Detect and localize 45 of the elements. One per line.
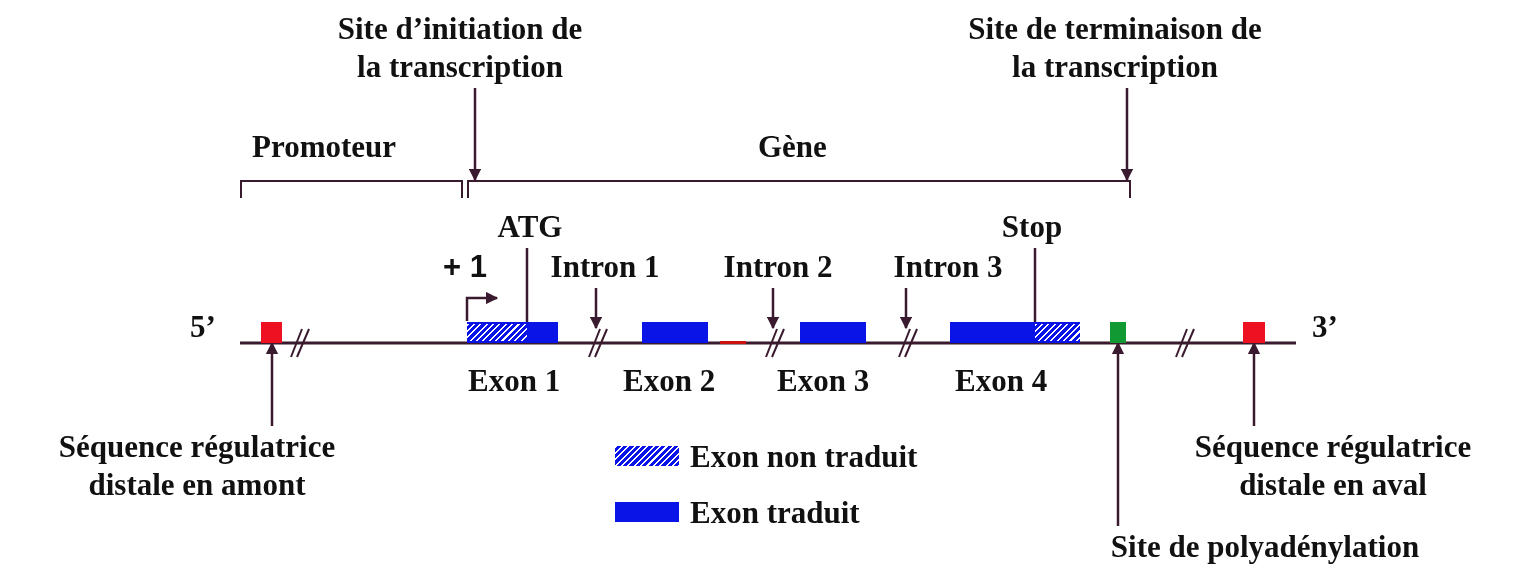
legend-label: Exon traduit	[690, 494, 860, 532]
node-label: Intron 2	[703, 248, 853, 286]
arrow	[766, 288, 780, 330]
arrow	[899, 288, 913, 330]
break-mark	[898, 328, 918, 358]
strand-end-label: 3’	[1312, 308, 1338, 346]
regulatory-sequence-box	[1243, 322, 1265, 343]
exon-label: Exon 2	[623, 362, 716, 400]
strand-end-label: 5’	[190, 308, 216, 346]
node-label: Site de polyadénylation	[1050, 528, 1480, 566]
region-label: Gène	[758, 128, 827, 166]
exon-label: Exon 1	[468, 362, 561, 400]
node-label: Intron 1	[530, 248, 680, 286]
legend-label: Exon non traduit	[690, 438, 918, 476]
regulatory-sequence-box	[261, 322, 282, 343]
arrow	[589, 288, 603, 330]
node-label: Séquence régulatrice distale en aval	[1183, 428, 1483, 504]
arrow	[265, 341, 279, 426]
arrow	[1247, 341, 1261, 426]
arrow	[468, 88, 482, 182]
node-label: Stop	[990, 208, 1074, 246]
exon-bar	[467, 322, 558, 343]
arrow	[1120, 88, 1134, 182]
node-label: Intron 3	[873, 248, 1023, 286]
node-label: Séquence régulatrice distale en amont	[47, 428, 347, 504]
exon-label: Exon 4	[955, 362, 1048, 400]
break-mark	[1175, 328, 1195, 358]
exon-bar	[800, 322, 866, 343]
bracket	[240, 180, 463, 198]
exon-bar	[950, 322, 1080, 343]
node-label: Site de terminaison de la transcription	[955, 10, 1275, 86]
bracket	[467, 180, 1131, 198]
arrow	[1111, 341, 1125, 526]
node-label: ATG	[482, 208, 578, 246]
node-label: Site d’initiation de la transcription	[325, 10, 595, 86]
leader-line	[1033, 248, 1037, 322]
exon-label: Exon 3	[777, 362, 870, 400]
exon-bar	[642, 322, 708, 343]
break-mark	[588, 328, 608, 358]
position-label: + 1	[443, 248, 487, 286]
leader-line	[525, 248, 529, 322]
polyadenylation-site-box	[1110, 322, 1126, 343]
region-label: Promoteur	[252, 128, 397, 166]
break-mark	[290, 328, 310, 358]
break-mark	[765, 328, 785, 358]
